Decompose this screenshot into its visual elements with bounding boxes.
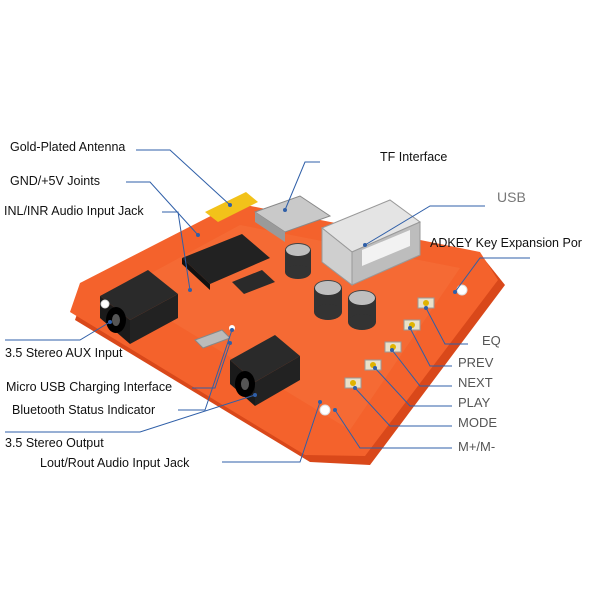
label-bt-status: Bluetooth Status Indicator [12,403,156,417]
aux-input-jack [100,270,178,344]
mounting-holes [100,284,468,416]
small-chip [232,270,275,294]
stereo-output-jack [230,335,300,406]
label-tf-interface: TF Interface [380,150,448,164]
label-play: PLAY [458,395,491,410]
micro-usb-port [194,329,231,349]
label-stereo-output: 3.5 Stereo Output [5,436,104,450]
label-next: NEXT [458,375,493,390]
gold-antenna-strip [205,192,258,222]
label-usb: USB [497,189,526,205]
label-mplus-mminus: M+/M- [458,439,496,454]
label-mode: MODE [458,415,497,430]
leader-lines [5,149,530,463]
label-gnd-joints: GND/+5V Joints [10,174,100,188]
label-eq: EQ [482,333,501,348]
tf-card-slot [253,195,332,242]
label-gold-antenna: Gold-Plated Antenna [10,140,126,154]
leader-dots [108,203,457,412]
label-lout-rout: Lout/Rout Audio Input Jack [40,456,190,470]
label-micro-usb: Micro USB Charging Interface [6,380,173,394]
label-inl-inr: INL/INR Audio Input Jack [4,204,144,218]
usb-port [321,199,421,287]
label-prev: PREV [458,355,494,370]
label-aux-input: 3.5 Stereo AUX Input [5,346,123,360]
capacitors [285,243,376,330]
label-adkey: ADKEY Key Expansion Por [430,236,582,250]
main-chip [182,234,270,290]
